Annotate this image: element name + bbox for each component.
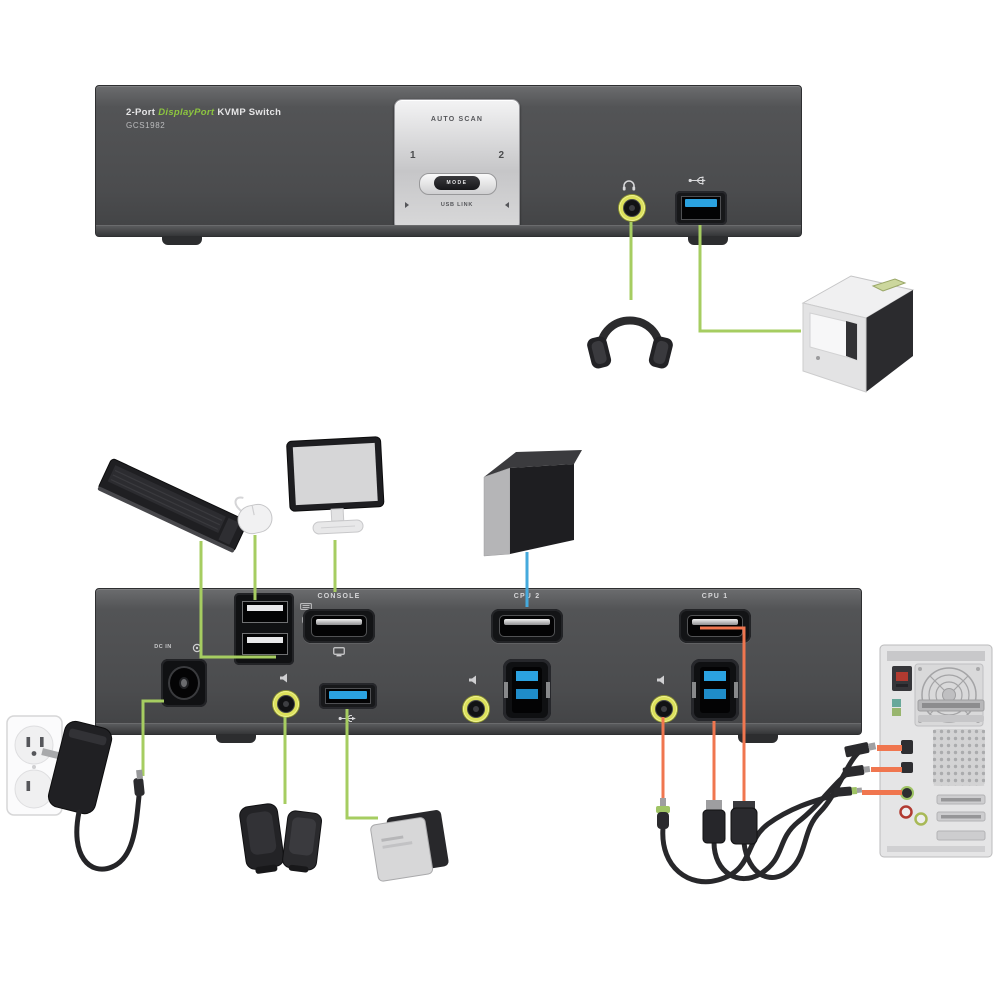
cpu2-audio-jack xyxy=(463,696,489,722)
wall-outlet xyxy=(6,715,63,816)
product-title: 2-Port DisplayPort KVMP Switch xyxy=(126,107,281,118)
led-triangle-left xyxy=(405,202,409,208)
kvm-rear-panel: DC IN CONSOLE xyxy=(95,588,862,743)
product-title-suffix: KVMP Switch xyxy=(217,107,282,118)
console-audio-jack xyxy=(273,691,299,717)
console-usb3-port xyxy=(319,683,377,709)
keyboard-usb-port xyxy=(242,633,288,655)
kvm-cable-set xyxy=(656,742,902,885)
mouse-usb-port xyxy=(242,601,288,623)
cpu1-label: CPU 1 xyxy=(701,593,729,600)
port-number-labels: 1 2 xyxy=(410,150,504,161)
kvm-front-panel: 2-Port DisplayPort KVMP Switch GCS1982 A… xyxy=(95,85,802,245)
cpu2-usb-b-port xyxy=(503,659,551,721)
usb-port-slot xyxy=(700,667,730,713)
mode-button: MODE xyxy=(434,176,480,190)
console-usb2-ports xyxy=(234,593,294,665)
mode-button-bezel: MODE xyxy=(419,173,497,195)
usb-port-slot xyxy=(325,688,371,704)
power-polarity-icon xyxy=(192,643,202,653)
dp-port-slot xyxy=(687,615,743,637)
console-displayport xyxy=(303,609,375,643)
computer-2 xyxy=(483,450,582,557)
cpu1-audio-jack xyxy=(651,696,677,722)
mode-button-label: MODE xyxy=(446,180,468,186)
rear-panel-foot-right xyxy=(738,733,778,743)
front-audio-jack xyxy=(619,195,645,221)
keyboard xyxy=(97,458,248,553)
front-usb3-port xyxy=(675,191,727,225)
product-model: GCS1982 xyxy=(126,121,166,130)
headphones xyxy=(587,316,673,369)
monitor xyxy=(286,436,385,535)
auto-scan-label: AUTO SCAN xyxy=(430,116,484,123)
usb-ss-icon xyxy=(688,176,706,185)
cpu1-usb-b-port xyxy=(691,659,739,721)
dp-port-slot xyxy=(311,615,367,637)
speakers xyxy=(239,803,322,874)
port-1-label: 1 xyxy=(410,150,416,161)
usb-ss-icon xyxy=(338,714,356,723)
cpu1-displayport xyxy=(679,609,751,643)
console-label: CONSOLE xyxy=(317,593,361,600)
usb-ss-icon xyxy=(708,724,726,733)
monitor-icon xyxy=(333,647,345,657)
speaker-icon xyxy=(280,673,287,683)
speaker-icon xyxy=(657,675,664,685)
dc-power-jack xyxy=(161,659,207,707)
printer xyxy=(801,275,915,393)
headphone-icon xyxy=(622,180,636,191)
led-triangle-right xyxy=(505,202,509,208)
usb-port-slot xyxy=(681,196,721,220)
dp-port-slot xyxy=(499,615,555,637)
mouse xyxy=(234,496,273,535)
front-panel-foot-left xyxy=(162,235,202,245)
usb-port-slot xyxy=(512,667,542,713)
usb-link-label: USB LINK xyxy=(440,202,474,208)
port-selector-panel: AUTO SCAN 1 2 MODE USB LINK xyxy=(394,99,520,231)
front-panel-foot-right xyxy=(688,235,728,245)
product-title-highlight: DisplayPort xyxy=(158,107,215,118)
cpu2-label: CPU 2 xyxy=(513,593,541,600)
power-label: DC IN xyxy=(154,644,172,650)
external-drive xyxy=(370,810,449,882)
port-2-label: 2 xyxy=(498,150,504,161)
power-adapter xyxy=(41,720,145,872)
usb-link-row: USB LINK xyxy=(405,202,509,208)
usb-ss-icon xyxy=(520,724,538,733)
speaker-icon xyxy=(469,675,476,685)
rear-panel-foot-left xyxy=(216,733,256,743)
computer-1 xyxy=(879,644,993,858)
cpu2-displayport xyxy=(491,609,563,643)
product-title-prefix: 2-Port xyxy=(126,107,156,118)
